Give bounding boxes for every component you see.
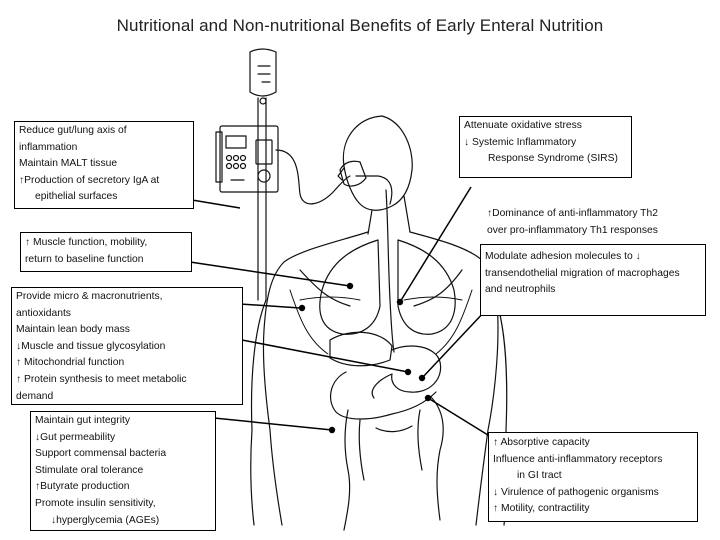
box-line: in GI tract [493, 468, 693, 485]
micronutrients-box: Provide micro & macronutrients, antioxid… [11, 287, 243, 405]
box-line: Influence anti-inflammatory receptors [493, 452, 693, 469]
box-line: ↑ Motility, contractility [493, 501, 693, 518]
box-line: antioxidants [16, 306, 238, 323]
box-line: ↑Dominance of anti-inflammatory Th2 [487, 206, 703, 223]
box-line: Maintain gut integrity [35, 413, 211, 430]
arms-outline [251, 430, 508, 525]
box-line: Maintain lean body mass [16, 322, 238, 339]
box-line: over pro-inflammatory Th1 responses [487, 223, 703, 240]
gut-lung-axis-box: Reduce gut/lung axis of inflammation Mai… [14, 121, 194, 209]
box-line: ↑ Muscle function, mobility, [25, 235, 187, 252]
box-line: ↓ Systemic Inflammatory [464, 135, 627, 152]
adhesion-molecules-box: Modulate adhesion molecules to ↓ transen… [480, 244, 706, 316]
liver [330, 332, 392, 365]
box-line: ↓Gut permeability [35, 430, 211, 447]
box-line: Provide micro & macronutrients, [16, 289, 238, 306]
box-line: ↓Muscle and tissue glycosylation [16, 339, 238, 356]
box-line: ↑ Absorptive capacity [493, 435, 693, 452]
box-line: Response Syndrome (SIRS) [464, 151, 627, 168]
gut-integrity-box: Maintain gut integrity ↓Gut permeability… [30, 411, 216, 531]
box-line: Promote insulin sensitivity, [35, 496, 211, 513]
esophagus [386, 190, 394, 352]
box-line: inflammation [19, 140, 189, 157]
box-line: ↑ Mitochondrial function [16, 355, 238, 372]
ribcage [290, 290, 472, 354]
box-line: Stimulate oral tolerance [35, 463, 211, 480]
box-line: ↑Production of secretory IgA at [19, 173, 189, 190]
box-line: ↑Butyrate production [35, 479, 211, 496]
box-line: and neutrophils [485, 282, 701, 299]
box-line: ↓hyperglycemia (AGEs) [35, 513, 211, 530]
box-line: Maintain MALT tissue [19, 156, 189, 173]
box-line: return to baseline function [25, 252, 187, 269]
box-line: ↑ Protein synthesis to meet metabolic [16, 372, 238, 389]
lungs [320, 240, 455, 334]
box-line: Modulate adhesion molecules to ↓ [485, 249, 701, 266]
feeding-pump-stand [250, 49, 276, 300]
box-line: ↓ Virulence of pathogenic organisms [493, 485, 693, 502]
absorptive-capacity-box: ↑ Absorptive capacity Influence anti-inf… [488, 432, 698, 522]
muscle-function-box: ↑ Muscle function, mobility, return to b… [20, 232, 192, 272]
head-outline [338, 116, 412, 234]
connector-dots [299, 283, 431, 433]
box-line: demand [16, 389, 238, 406]
th2-dominance-text: ↑Dominance of anti-inflammatory Th2 over… [483, 205, 707, 241]
box-line: transendothelial migration of macrophage… [485, 266, 701, 283]
box-line: Support commensal bacteria [35, 446, 211, 463]
oxidative-stress-box: Attenuate oxidative stress ↓ Systemic In… [459, 116, 632, 178]
box-line: Reduce gut/lung axis of [19, 123, 189, 140]
box-line: Attenuate oxidative stress [464, 118, 627, 135]
feeding-pump [216, 126, 278, 192]
box-line: epithelial surfaces [19, 189, 189, 206]
